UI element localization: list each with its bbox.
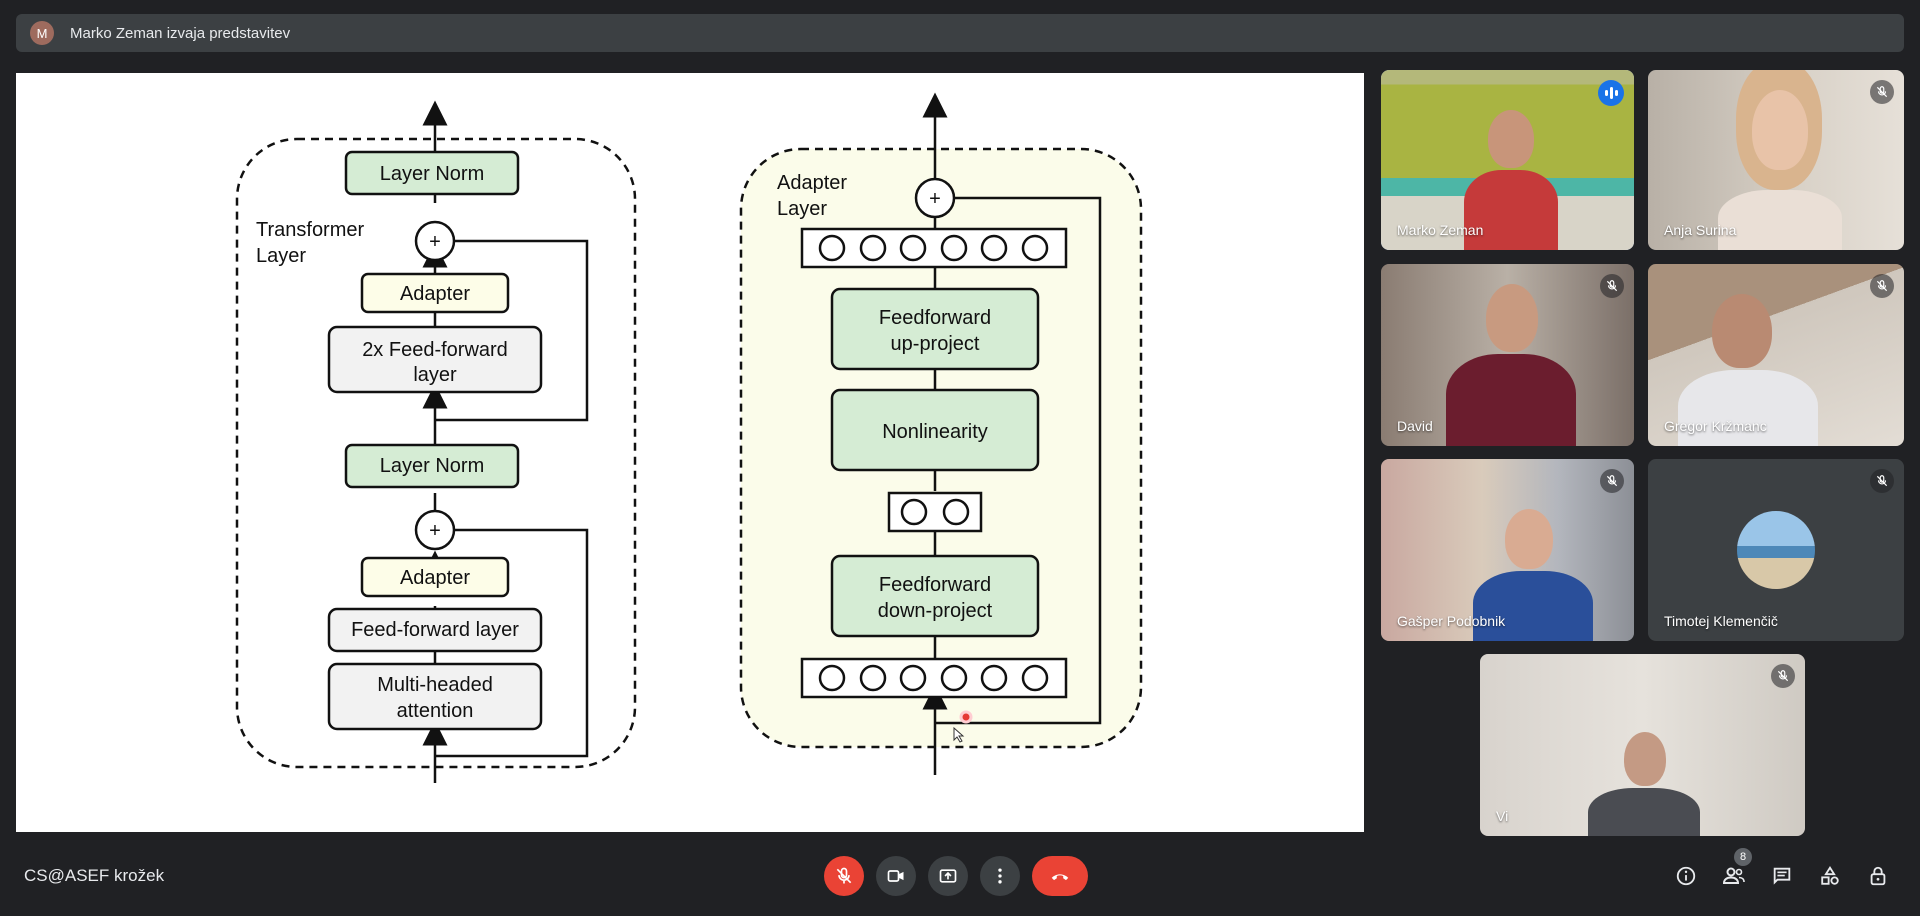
mic-off-icon xyxy=(1870,80,1894,104)
add-circle-top xyxy=(414,220,456,262)
mic-off-icon xyxy=(1870,469,1894,493)
people-button[interactable]: 8 xyxy=(1720,848,1752,890)
presenting-text: Marko Zeman izvaja predstavitev xyxy=(70,24,291,42)
ff2x-label-2: layer xyxy=(413,364,457,386)
mha-label-1: Multi-headed xyxy=(377,674,493,696)
participant-tile[interactable]: Gregor Kržmanc xyxy=(1648,264,1904,446)
down-project-label-1: Feedforward xyxy=(879,574,991,596)
people-count-badge: 8 xyxy=(1734,848,1752,866)
up-project-label-2: up-project xyxy=(891,333,980,355)
more-options-icon xyxy=(998,868,1002,884)
participant-name: Timotej Klemenčič xyxy=(1664,613,1778,629)
present-screen-button[interactable] xyxy=(928,856,968,896)
laser-pointer-icon xyxy=(959,710,973,724)
ff-layer-box xyxy=(327,607,543,653)
layer-norm-mid-label: Layer Norm xyxy=(380,455,484,477)
nonlinearity-box xyxy=(830,388,1040,472)
plus-bottom: + xyxy=(429,520,441,542)
layer-norm-top-label: Layer Norm xyxy=(380,163,484,185)
speaking-indicator-icon xyxy=(1598,80,1624,106)
transformer-title-2: Layer xyxy=(256,245,306,267)
ff2x-label-1: 2x Feed-forward xyxy=(362,339,508,361)
mic-off-icon xyxy=(1600,469,1624,493)
mic-off-icon xyxy=(836,867,852,884)
participant-name: Anja Surina xyxy=(1664,222,1737,238)
output-vector-units xyxy=(818,234,1049,262)
adapter-plus: + xyxy=(929,188,941,210)
mic-off-icon xyxy=(1771,664,1795,688)
more-options-button[interactable] xyxy=(980,856,1020,896)
present-screen-icon xyxy=(939,869,957,883)
shared-slide: Transformer Layer Layer Norm + Adapter 2… xyxy=(16,73,1364,832)
bottleneck-units xyxy=(900,498,970,526)
end-call-button[interactable] xyxy=(1032,856,1088,896)
participant-name: Marko Zeman xyxy=(1397,222,1484,238)
plus-top: + xyxy=(429,231,441,253)
adapter-bottom-box xyxy=(360,556,510,598)
chat-button[interactable] xyxy=(1768,862,1796,890)
participant-avatar xyxy=(1737,511,1815,589)
participant-tile[interactable]: Marko Zeman xyxy=(1381,70,1634,250)
host-controls-button[interactable] xyxy=(1864,862,1892,890)
meeting-title: CS@ASEF krožek xyxy=(24,866,165,885)
adapter-add-circle xyxy=(914,177,956,219)
participant-tile[interactable]: Anja Surina xyxy=(1648,70,1904,250)
camera-icon xyxy=(887,870,904,882)
participant-name: Vi xyxy=(1496,808,1509,824)
adapter-top-box xyxy=(360,272,510,314)
participant-name: Gašper Podobnik xyxy=(1397,613,1506,629)
layer-norm-mid-box xyxy=(344,443,520,489)
host-controls-icon xyxy=(1870,866,1886,886)
up-project-label-1: Feedforward xyxy=(879,307,991,329)
adapter-bottom-label: Adapter xyxy=(400,567,470,589)
down-project-label-2: down-project xyxy=(878,600,993,622)
up-project-box xyxy=(830,287,1040,371)
activities-icon xyxy=(1821,866,1839,885)
transformer-title-1: Transformer xyxy=(256,219,365,241)
adapter-title-1: Adapter xyxy=(777,172,847,194)
camera-toggle-button[interactable] xyxy=(876,856,916,896)
mic-off-icon xyxy=(1870,274,1894,298)
add-circle-bottom xyxy=(414,509,456,551)
bottleneck-box xyxy=(887,491,983,533)
meeting-details-button[interactable] xyxy=(1672,862,1700,890)
chat-icon xyxy=(1773,867,1791,885)
bottom-toolbar: CS@ASEF krožek 8 xyxy=(0,832,1920,916)
mha-box xyxy=(327,662,543,731)
nonlinearity-label: Nonlinearity xyxy=(882,421,988,443)
ff2x-box xyxy=(327,325,543,394)
adapter-title-2: Layer xyxy=(777,198,827,220)
output-vector-box xyxy=(800,227,1068,269)
adapter-top-label: Adapter xyxy=(400,283,470,305)
mouse-cursor-icon xyxy=(953,726,965,743)
slide-diagram: Transformer Layer Layer Norm + Adapter 2… xyxy=(235,92,1143,783)
participant-tile-self[interactable]: Vi xyxy=(1480,654,1805,836)
presenter-avatar: M xyxy=(30,21,54,45)
input-vector-box xyxy=(800,657,1068,699)
ff-layer-label: Feed-forward layer xyxy=(351,619,519,641)
participant-name: Gregor Kržmanc xyxy=(1664,418,1767,434)
mic-toggle-button[interactable] xyxy=(824,856,864,896)
end-call-icon xyxy=(1051,874,1069,881)
layer-norm-top-box xyxy=(344,150,520,196)
mha-label-2: attention xyxy=(397,700,474,722)
participant-tile[interactable]: Timotej Klemenčič xyxy=(1648,459,1904,641)
participant-name: David xyxy=(1397,418,1433,434)
mic-off-icon xyxy=(1600,274,1624,298)
participant-tile[interactable]: David xyxy=(1381,264,1634,446)
activities-button[interactable] xyxy=(1816,862,1844,890)
info-icon xyxy=(1676,866,1696,886)
input-vector-units xyxy=(818,664,1049,692)
participant-tile[interactable]: Gašper Podobnik xyxy=(1381,459,1634,641)
down-project-box xyxy=(830,554,1040,638)
presenting-banner: M Marko Zeman izvaja predstavitev xyxy=(16,14,1904,52)
people-icon xyxy=(1722,867,1745,884)
